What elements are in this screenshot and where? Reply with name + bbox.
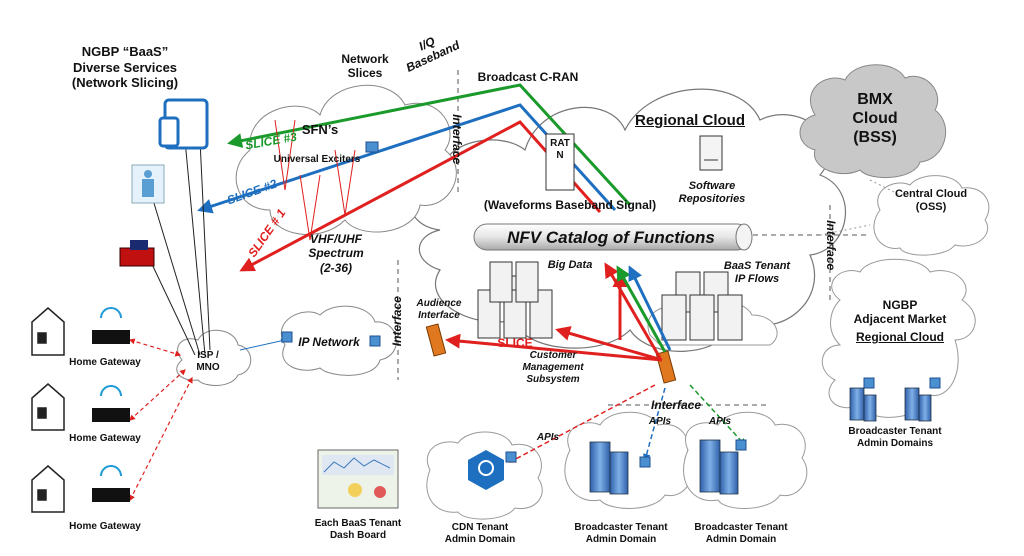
home-gateway-2-label: Home Gateway <box>69 433 141 444</box>
waveforms-label: (Waveforms Baseband Signal) <box>483 198 657 212</box>
home-gateway-3-label: Home Gateway <box>69 521 141 532</box>
home-gateway-links <box>128 338 193 502</box>
ngbp-adjacent-label: NGBP Adjacent Market <box>853 298 947 327</box>
ip-network-cloud <box>280 305 397 376</box>
interface-top-label: Interface <box>450 114 465 165</box>
broadcaster-tenant-right-label: Broadcaster Tenant Admin Domains <box>848 426 942 449</box>
slice-2-line <box>197 103 617 214</box>
network-device-icons <box>281 141 941 468</box>
baas-servers <box>647 271 778 346</box>
interface-right-label: Interface <box>824 220 839 271</box>
broadcaster-tenant-1-label: Broadcaster Tenant Admin Domain <box>574 522 668 545</box>
nfv-catalog-label: NFV Catalog of Functions <box>507 228 715 247</box>
ngbp-regional-cloud-label: Regional Cloud <box>856 330 944 344</box>
slice-center-label: SLICE <box>497 336 533 350</box>
sfns-label: SFN’s <box>301 122 339 137</box>
broadcast-cran-label: Broadcast C-RAN <box>477 70 579 84</box>
ratn-box <box>545 133 575 191</box>
person-display-icon <box>131 164 165 204</box>
apis-label-2: APIs <box>648 416 672 427</box>
network-slices-label: Network Slices <box>341 52 389 81</box>
ratn-label: RAT N <box>550 138 570 161</box>
home-gateway-1-label: Home Gateway <box>69 357 141 368</box>
cdn-icon <box>468 450 504 490</box>
router-icons <box>92 307 130 502</box>
bmx-cloud <box>799 64 947 179</box>
central-cloud <box>873 175 990 256</box>
central-cloud-label: Central Cloud (OSS) <box>894 188 968 214</box>
dashboard-label: Each BaaS Tenant Dash Board <box>314 518 402 541</box>
right-connectors <box>819 179 901 236</box>
home-2 <box>31 383 65 431</box>
interface-bottom-label: Interface <box>650 398 702 412</box>
audience-interface-label: Audience Interface <box>416 298 462 321</box>
nfv-catalog-tube <box>473 223 753 251</box>
apis-label-1: APIs <box>536 432 560 443</box>
network-slices-cloud <box>235 84 457 235</box>
home-1 <box>31 307 65 356</box>
interface-left-label: Interface <box>389 296 404 347</box>
vhf-uhf-label: VHF/UHF Spectrum (2-36) <box>308 232 364 275</box>
broadcaster-tenant-2-label: Broadcaster Tenant Admin Domain <box>694 522 788 545</box>
regional-cloud-label: Regional Cloud <box>635 112 745 129</box>
isp-mno-label: ISP / MNO <box>196 350 220 373</box>
car-icon <box>119 240 155 267</box>
ngbp-services-label: NGBP “BaaS” Diverse Services (Network Sl… <box>71 44 179 91</box>
tenant-flow-links <box>616 265 672 353</box>
big-data-label: Big Data <box>547 259 593 271</box>
software-repository-icon <box>699 135 723 171</box>
dashboard-screenshot <box>317 449 399 509</box>
transmitter-towers <box>274 119 356 241</box>
apis-label-3: APIs <box>708 416 732 427</box>
home-3 <box>31 465 65 513</box>
device-links <box>148 139 286 356</box>
ip-network-label: IP Network <box>298 335 360 349</box>
big-data-servers <box>477 261 553 339</box>
cdn-tenant-label: CDN Tenant Admin Domain <box>444 522 516 545</box>
software-repositories-label: Software Repositories <box>678 180 746 206</box>
universal-exciters-label: Universal Exciters <box>273 154 361 165</box>
api-links <box>508 384 747 463</box>
baas-tenant-ip-flows-label: BaaS Tenant IP Flows <box>723 260 791 286</box>
slice-3-line <box>227 83 632 207</box>
bmx-cloud-label: BMX Cloud (BSS) <box>852 91 898 147</box>
building-icons <box>589 387 932 495</box>
customer-mgmt-links <box>445 262 663 362</box>
tablet-icon <box>158 98 209 150</box>
customer-management-label: Customer Management Subsystem <box>522 350 584 385</box>
